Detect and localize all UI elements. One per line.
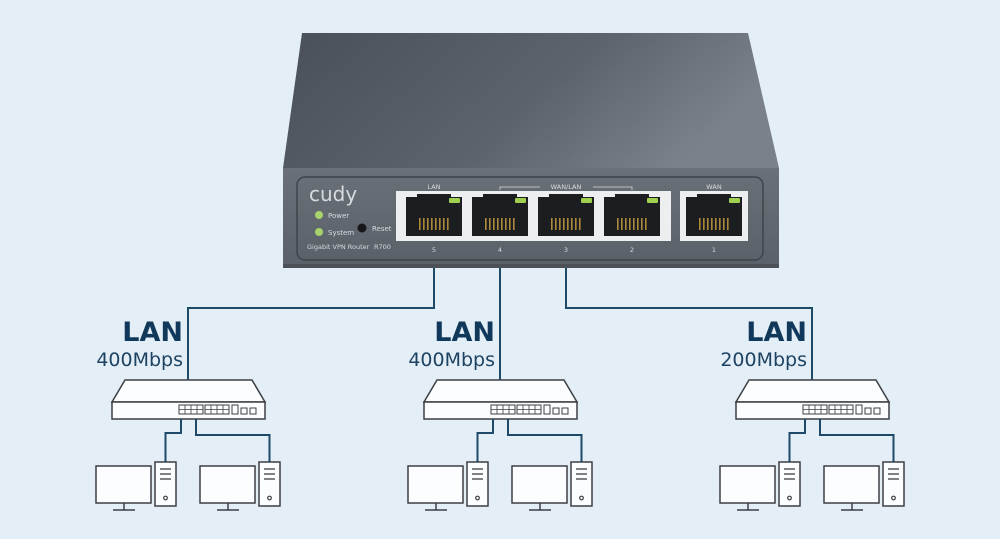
ethernet-port-5[interactable] xyxy=(406,194,462,236)
model-number: R700 xyxy=(374,243,391,251)
lan-group-label: LAN xyxy=(427,183,440,191)
lan-speed: 400Mbps xyxy=(408,349,495,371)
tower-icon xyxy=(258,461,281,507)
lan-speed: 200Mbps xyxy=(720,349,807,371)
link-port5-switch1 xyxy=(187,268,435,382)
reset-label: Reset xyxy=(372,225,392,233)
port-led-icon xyxy=(647,198,658,203)
lan-title: LAN xyxy=(746,317,807,348)
wan-group-label: WAN xyxy=(706,183,722,191)
network-switch-icon xyxy=(734,379,891,420)
lan-title: LAN xyxy=(122,317,183,348)
model-label: Gigabit VPN Router xyxy=(307,243,370,251)
port-led-icon xyxy=(581,198,592,203)
ethernet-port-4[interactable] xyxy=(472,194,528,236)
computer xyxy=(199,461,281,511)
monitor-icon xyxy=(199,465,256,504)
link-switch-computer xyxy=(819,419,895,462)
link-switch-computer xyxy=(195,419,271,462)
ethernet-port-3[interactable] xyxy=(538,194,594,236)
ethernet-port-1[interactable] xyxy=(686,194,742,236)
lan-title: LAN xyxy=(434,317,495,348)
reset-button[interactable] xyxy=(357,223,367,233)
computer xyxy=(719,461,801,511)
port-led-icon xyxy=(515,198,526,203)
port-number: 4 xyxy=(498,246,502,254)
ethernet-ports: 5 4 3 2 1 xyxy=(396,191,748,254)
tower-icon xyxy=(882,461,905,507)
tower-icon xyxy=(778,461,801,507)
power-led-icon xyxy=(315,211,323,219)
tower-icon xyxy=(466,461,489,507)
router-top xyxy=(283,33,779,168)
router-front-shade xyxy=(283,264,779,268)
link-switch-computer xyxy=(507,419,583,462)
link-port3-switch3 xyxy=(565,268,813,382)
port-led-icon xyxy=(729,198,740,203)
link-switch-computer xyxy=(476,419,494,462)
front-panel-bezel xyxy=(296,176,764,261)
router: cudy Power System Reset Gigabit VPN Rout… xyxy=(283,33,779,268)
port-led-icon xyxy=(449,198,460,203)
computer xyxy=(511,461,593,511)
system-led-icon xyxy=(315,228,323,236)
network-switch-icon xyxy=(110,379,267,420)
computer xyxy=(407,461,489,511)
link-switch-computer xyxy=(788,419,806,462)
wan-lan-bracket xyxy=(499,186,633,190)
brand-logo: cudy xyxy=(309,182,357,206)
computer xyxy=(823,461,905,511)
monitor-icon xyxy=(823,465,880,504)
lan-speed: 400Mbps xyxy=(96,349,183,371)
port-number: 2 xyxy=(630,246,634,254)
power-label: Power xyxy=(328,212,349,220)
ethernet-port-2[interactable] xyxy=(604,194,660,236)
port-number: 1 xyxy=(712,246,716,254)
port-number: 5 xyxy=(432,246,436,254)
port-number: 3 xyxy=(564,246,568,254)
link-switch-computer xyxy=(164,419,182,462)
monitor-icon xyxy=(511,465,568,504)
wan-lan-group-label: WAN/LAN xyxy=(551,183,582,191)
network-switch-icon xyxy=(422,379,579,420)
monitor-icon xyxy=(407,465,464,504)
monitor-icon xyxy=(719,465,776,504)
system-label: System xyxy=(328,229,354,237)
connection-lines xyxy=(187,268,813,382)
computer xyxy=(95,461,177,511)
monitor-icon xyxy=(95,465,152,504)
tower-icon xyxy=(154,461,177,507)
tower-icon xyxy=(570,461,593,507)
